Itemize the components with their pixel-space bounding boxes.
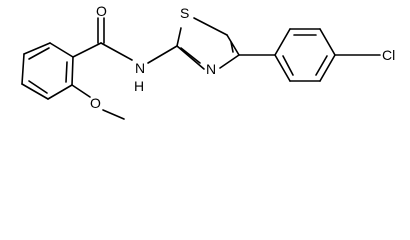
- ring-nitrogen-label: N: [206, 61, 216, 77]
- methoxy-group: [71, 84, 125, 120]
- amide-linkage: [72, 17, 178, 64]
- methoxyphenyl-ring: [21, 42, 74, 100]
- chlorophenyl-ring: [238, 28, 336, 82]
- ring-sulfur-label: S: [180, 5, 189, 21]
- carbonyl-oxygen-label: O: [96, 3, 107, 19]
- amide-hydrogen-label: H: [134, 78, 144, 94]
- methoxy-oxygen-label: O: [90, 95, 101, 111]
- thiazole-ring: [176, 17, 240, 70]
- chemical-structure: O N H S N Cl O: [21, 3, 395, 120]
- chlorine-label: Cl: [382, 47, 395, 63]
- amide-nitrogen-label: N: [135, 60, 145, 76]
